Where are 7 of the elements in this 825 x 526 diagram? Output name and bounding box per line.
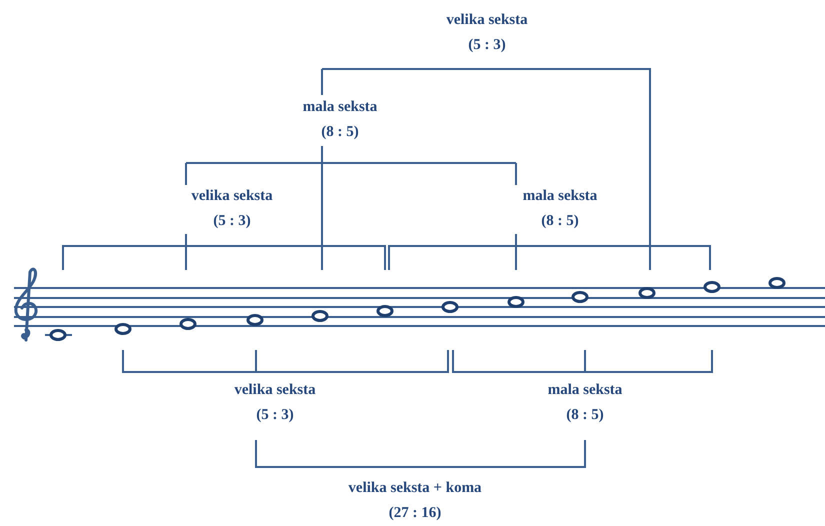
- interval-label: velika seksta (5 : 3): [190, 187, 274, 231]
- interval-label: velika seksta (5 : 3): [445, 11, 529, 55]
- interval-label: velika seksta + koma (27 : 16): [347, 479, 483, 523]
- interval-label: mala seksta (8 : 5): [546, 381, 624, 425]
- interval-label: mala seksta (8 : 5): [522, 187, 598, 231]
- interval-label: mala seksta (8 : 5): [302, 98, 378, 142]
- interval-label: velika seksta (5 : 3): [233, 381, 317, 425]
